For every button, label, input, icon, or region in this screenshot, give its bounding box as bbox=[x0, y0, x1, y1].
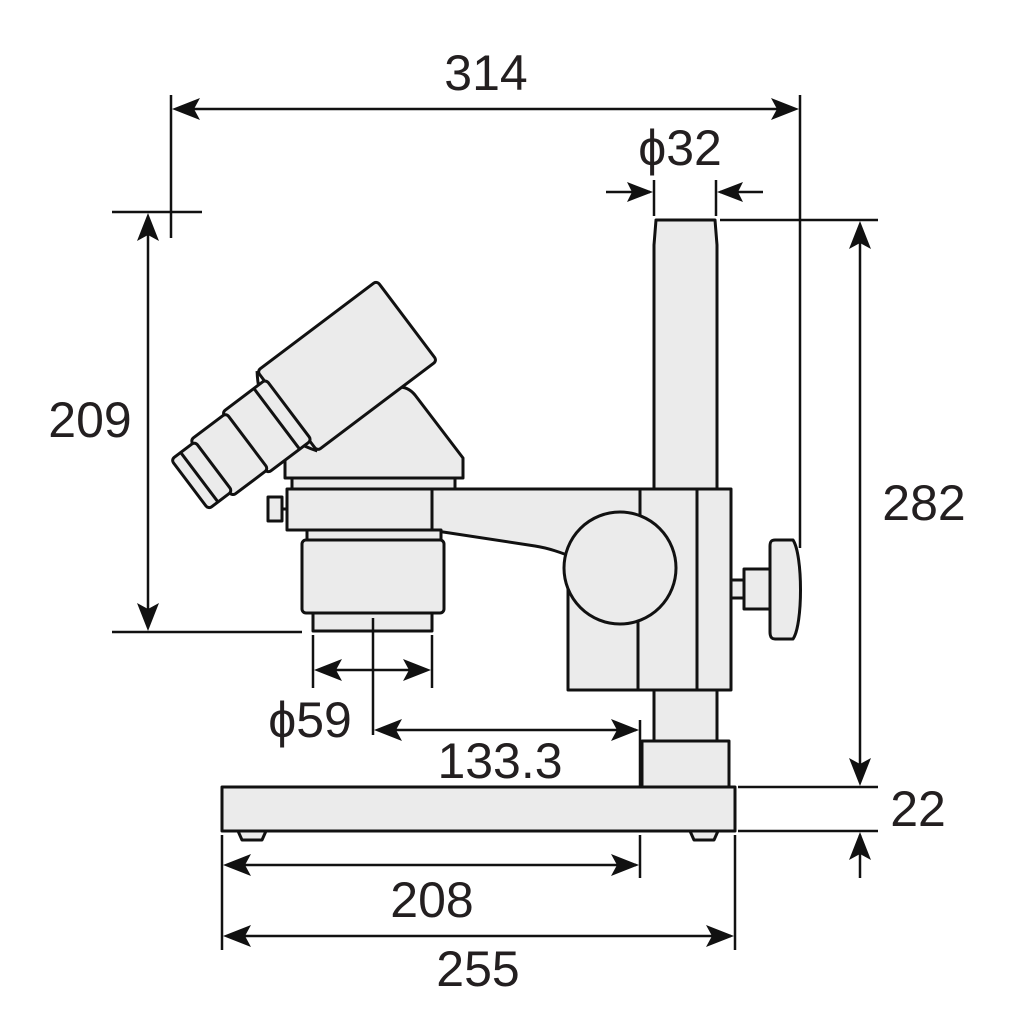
dim-overall-width: 314 bbox=[169, 45, 802, 548]
dim-base-to-pillar: 208 bbox=[220, 835, 642, 950]
dim-base-width: 255 bbox=[223, 835, 737, 997]
label-314: 314 bbox=[444, 45, 527, 101]
base-foot-left bbox=[236, 829, 268, 842]
label-255: 255 bbox=[436, 941, 519, 997]
dim-pillar-diameter: ϕ32 bbox=[606, 120, 763, 216]
dim-objective-diameter: ϕ59 bbox=[268, 618, 434, 748]
dim-base-thickness: 22 bbox=[738, 781, 946, 878]
zoom-barrel bbox=[300, 538, 446, 615]
label-phi59: ϕ59 bbox=[268, 692, 352, 748]
label-282: 282 bbox=[882, 475, 965, 531]
zoom-body bbox=[266, 487, 446, 633]
label-133-3: 133.3 bbox=[437, 733, 562, 789]
label-209: 209 bbox=[48, 392, 131, 448]
arm-pivot-disc bbox=[562, 510, 678, 626]
arm-assembly bbox=[428, 487, 733, 692]
label-phi32: ϕ32 bbox=[638, 120, 722, 176]
pillar-collar bbox=[640, 739, 731, 789]
focus-knob-wheel bbox=[768, 538, 802, 641]
base-foot-right bbox=[688, 829, 720, 842]
head-mount-ring bbox=[285, 487, 434, 532]
eyepiece-tube bbox=[171, 280, 437, 510]
label-208: 208 bbox=[390, 872, 473, 928]
label-22: 22 bbox=[890, 781, 946, 837]
base-plate bbox=[220, 785, 737, 833]
lock-screw bbox=[266, 495, 284, 523]
dim-eyepiece-height: 209 bbox=[48, 210, 302, 634]
dim-pillar-height: 282 bbox=[720, 218, 966, 789]
base bbox=[220, 785, 737, 842]
focus-knob bbox=[729, 538, 802, 641]
dim-working-reach: 133.3 bbox=[374, 719, 642, 789]
